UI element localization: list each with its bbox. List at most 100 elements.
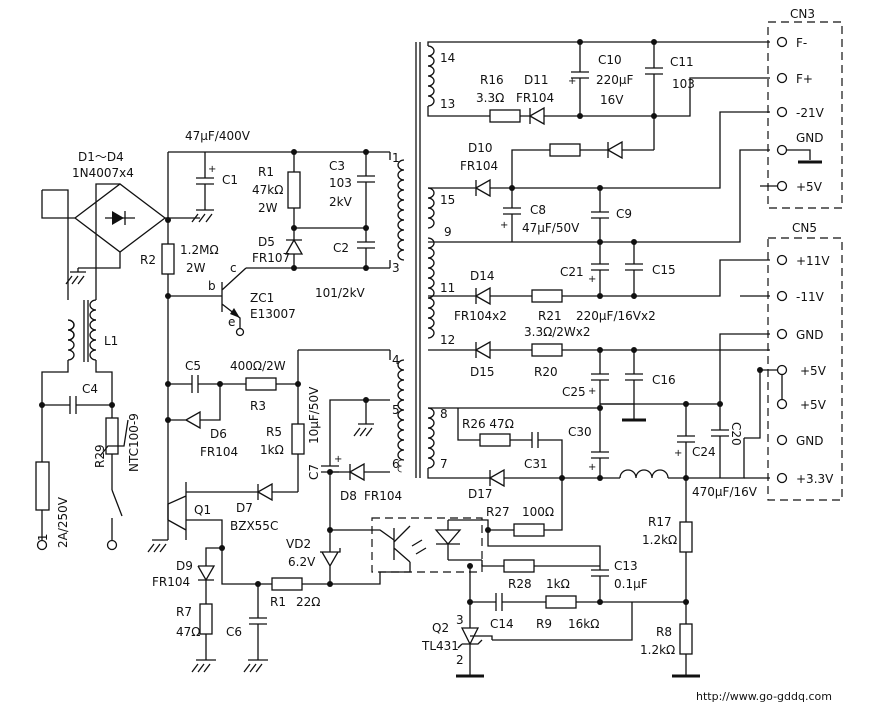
r8-value: 1.2kΩ [640, 643, 675, 657]
c20-label: C20 [729, 422, 743, 446]
resistor-r20 [531, 343, 563, 357]
cn3-title: CN3 [790, 7, 815, 21]
cn3-pin-gnd: GND [796, 131, 824, 145]
svg-text:+: + [568, 76, 576, 87]
pin-5: 5 [392, 403, 400, 417]
q2-pin2: 2 [456, 653, 464, 667]
d5-value: FR107 [252, 251, 290, 265]
r5-value: 1kΩ [260, 443, 284, 457]
bridge-rectifier-d1-d4 [41, 183, 200, 285]
cn5-pin-plus11v: +11V [796, 254, 830, 268]
c2-label: C2 [333, 241, 349, 255]
secondary-section: R16 3.3Ω D11 FR104 + C10 220μF 16V C11 1… [421, 39, 770, 678]
r29-value: NTC100-9 [127, 413, 141, 472]
c21-value: 220μF/16Vx2 [576, 309, 656, 323]
choke-l1 [66, 299, 97, 362]
vd2-value: 6.2V [288, 555, 316, 569]
r28-value: 1kΩ [546, 577, 570, 591]
r7-value: 47Ω [176, 625, 200, 639]
d8-value: FR104 [364, 489, 402, 503]
svg-text:+: + [500, 220, 508, 231]
svg-text:+: + [208, 164, 216, 175]
q2-label: Q2 [432, 621, 449, 635]
primary-section: 47μF/400V + C1 R1 47kΩ 2W C3 103 2kV D5 … [140, 129, 483, 673]
r16-value: 3.3Ω [476, 91, 504, 105]
c24-label: C24 [692, 445, 716, 459]
pin-6: 6 [392, 457, 400, 471]
fuse-f1 [35, 461, 50, 511]
d11-value: FR104 [516, 91, 554, 105]
c11-label: C11 [670, 55, 694, 69]
c16-label: C16 [652, 373, 676, 387]
d7-label: D7 [236, 501, 253, 515]
r27-value: 100Ω [522, 505, 554, 519]
resistor-r5 [291, 423, 305, 455]
r7-label: R7 [176, 605, 192, 619]
d15-label: D15 [470, 365, 495, 379]
q2-pin3: 3 [456, 613, 464, 627]
cn3-pin-plus5v: +5V [796, 180, 823, 194]
bridge-label: D1～D4 [78, 150, 124, 164]
resistor-r17 [679, 521, 693, 553]
resistor-r3 [245, 377, 277, 391]
pin-1: 1 [392, 151, 400, 165]
pin-9: 9 [444, 225, 452, 239]
c4-label: C4 [82, 382, 98, 396]
bridge-type: 1N4007x4 [72, 166, 134, 180]
cn5-pin-plus5v-1: +5V [800, 364, 827, 378]
input-section: F1 2A/250V C4 R29 NTC100-9 L1 [35, 189, 141, 551]
d10-label: D10 [468, 141, 493, 155]
pin-3: 3 [392, 261, 400, 275]
r3-label: R3 [250, 399, 266, 413]
r8-label: R8 [656, 625, 672, 639]
d10-value: FR104 [460, 159, 498, 173]
resistor-r7 [199, 603, 213, 635]
winding-15-9-11-12 [427, 187, 435, 339]
r2-label: R2 [140, 253, 156, 267]
d9-label: D9 [176, 559, 193, 573]
c25-label: C25 [562, 385, 586, 399]
cn5-pin-plus3v3: +3.3V [796, 472, 834, 486]
svg-text:+: + [334, 454, 342, 465]
resistor-r2 [161, 243, 175, 275]
pin-11: 11 [440, 281, 455, 295]
resistor-r28 [503, 559, 535, 573]
q1-label: Q1 [194, 503, 211, 517]
resistor-r27 [513, 523, 545, 537]
bulk-cap-rating: 47μF/400V [185, 129, 251, 143]
d5-label: D5 [258, 235, 275, 249]
r2-value: 1.2MΩ [180, 243, 219, 257]
l1-label: L1 [104, 334, 118, 348]
c3-value: 103 [329, 176, 352, 190]
c3-label: C3 [329, 159, 345, 173]
d14-value: FR104x2 [454, 309, 507, 323]
power-switch [111, 489, 123, 517]
c7-value: 10μF/50V [307, 386, 321, 444]
winding-1-3 [397, 159, 405, 261]
svg-text:+: + [588, 274, 596, 285]
winding-8-7 [427, 407, 435, 469]
resistor-r8 [679, 623, 693, 655]
resistor-r21 [531, 289, 563, 303]
d17-label: D17 [468, 487, 493, 501]
c2-value: 101/2kV [315, 286, 366, 300]
r17-value: 1.2kΩ [642, 533, 677, 547]
r16-label: R16 [480, 73, 504, 87]
resistor-d10-series [549, 143, 581, 157]
pin-12: 12 [440, 333, 455, 347]
d8-label: D8 [340, 489, 357, 503]
cn3-pin-f-plus: F+ [796, 72, 813, 86]
cn5-pin-gnd-2: GND [796, 434, 824, 448]
c14-label: C14 [490, 617, 514, 631]
vd2-label: VD2 [286, 537, 311, 551]
c15-label: C15 [652, 263, 676, 277]
pin-13: 13 [440, 97, 455, 111]
connector-cn3: CN3 F- F+ -21V GND +5V [760, 7, 843, 209]
d11-label: D11 [524, 73, 549, 87]
output-choke [619, 469, 669, 479]
r2-power: 2W [186, 261, 206, 275]
r9-value: 16kΩ [568, 617, 599, 631]
c6-label: C6 [226, 625, 242, 639]
c24-value: 470μF/16V [692, 485, 758, 499]
